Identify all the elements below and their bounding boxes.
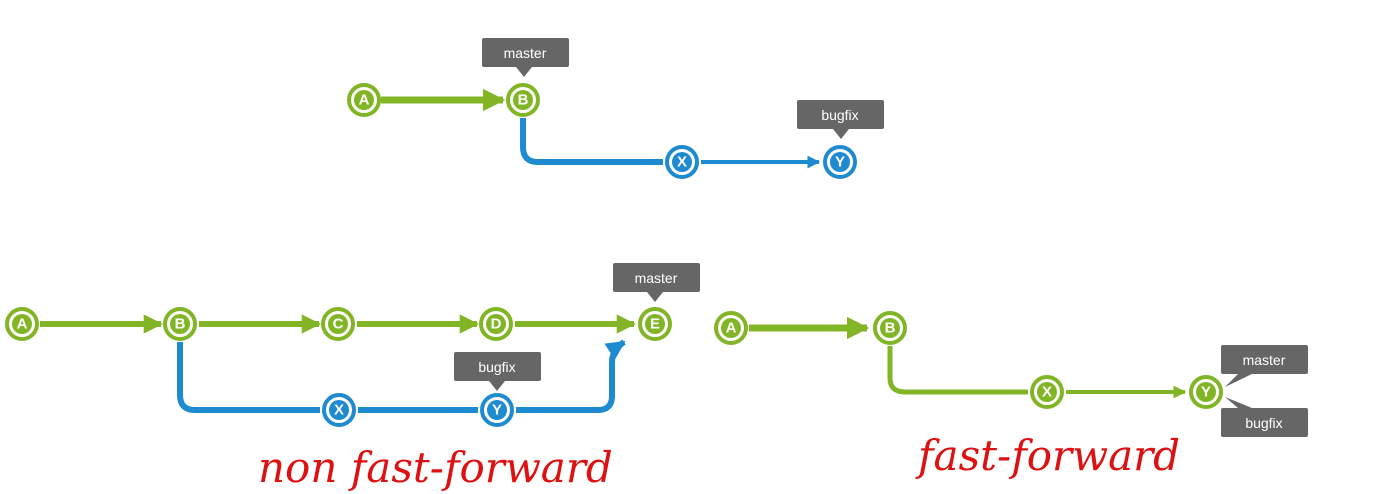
edge-b-x bbox=[887, 346, 1028, 395]
commit-label: A bbox=[726, 320, 737, 337]
commit-node-d: D bbox=[479, 307, 513, 341]
commit-node-x: X bbox=[665, 145, 699, 179]
commit-label: X bbox=[1042, 384, 1052, 401]
tag-label: master bbox=[635, 270, 678, 286]
commit-label: A bbox=[17, 316, 28, 333]
commit-node-x: X bbox=[322, 393, 356, 427]
commit-label: E bbox=[650, 316, 660, 333]
non-fast-forward-diagram: A B C D E X Y bbox=[5, 263, 700, 492]
commit-node-b: B bbox=[506, 83, 540, 117]
commit-node-b: B bbox=[873, 311, 907, 345]
branch-tag-master: master bbox=[1221, 345, 1308, 387]
commit-label: Y bbox=[1201, 384, 1211, 401]
commit-label: B bbox=[175, 316, 186, 333]
edge-y-e bbox=[516, 339, 626, 413]
commit-label: B bbox=[518, 92, 529, 109]
branch-tag-bugfix: bugfix bbox=[454, 352, 541, 391]
branch-tag-master: master bbox=[482, 38, 569, 77]
commit-label: X bbox=[334, 402, 344, 419]
commit-label: Y bbox=[835, 154, 845, 171]
fast-forward-caption: fast-forward bbox=[915, 431, 1180, 480]
tag-label: master bbox=[1243, 352, 1286, 368]
top-diagram: A B X Y master bugfix bbox=[347, 38, 884, 179]
tag-label: bugfix bbox=[1245, 415, 1282, 431]
commit-node-y: Y bbox=[480, 393, 514, 427]
commit-node-c: C bbox=[321, 307, 355, 341]
edge-b-x bbox=[520, 118, 663, 165]
branch-tag-bugfix: bugfix bbox=[797, 100, 884, 139]
commit-label: A bbox=[359, 92, 370, 109]
fast-forward-diagram: A B X Y master bugfix fast-fo bbox=[714, 311, 1308, 480]
commit-node-b: B bbox=[163, 307, 197, 341]
non-fast-forward-caption: non fast-forward bbox=[258, 443, 613, 492]
tag-label: bugfix bbox=[821, 107, 858, 123]
commit-node-e: E bbox=[638, 307, 672, 341]
branch-tag-bugfix: bugfix bbox=[1221, 397, 1308, 437]
commit-label: D bbox=[491, 316, 502, 333]
branch-tag-master: master bbox=[613, 263, 700, 302]
commit-node-y: Y bbox=[823, 145, 857, 179]
commit-label: B bbox=[885, 320, 896, 337]
commit-node-x: X bbox=[1030, 375, 1064, 409]
commit-node-a: A bbox=[714, 311, 748, 345]
edge-b-x bbox=[177, 342, 320, 413]
commit-node-a: A bbox=[5, 307, 39, 341]
commit-node-y: Y bbox=[1189, 375, 1223, 409]
tag-label: bugfix bbox=[478, 359, 515, 375]
commit-label: C bbox=[333, 316, 344, 333]
commit-label: Y bbox=[492, 402, 502, 419]
commit-node-a: A bbox=[347, 83, 381, 117]
tag-label: master bbox=[504, 45, 547, 61]
commit-label: X bbox=[677, 154, 687, 171]
